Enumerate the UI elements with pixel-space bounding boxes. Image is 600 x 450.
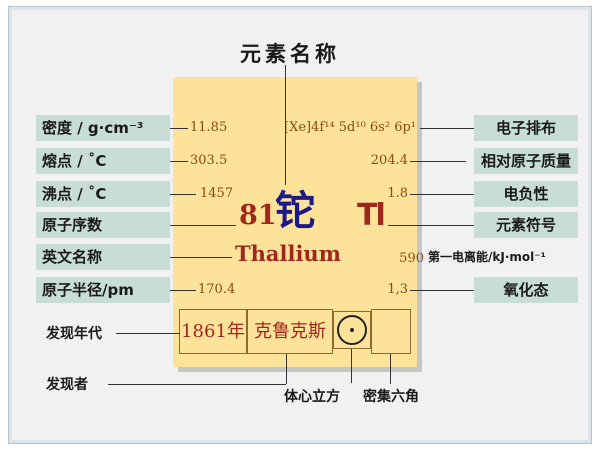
title-connector <box>285 65 286 185</box>
boiling-point-value: 1457 <box>200 186 234 201</box>
discovery-year-box: 1861年 <box>179 309 247 354</box>
electron-config-label: 电子排布 <box>474 115 578 141</box>
discoverer-caption-connector-v <box>286 354 287 384</box>
atomic-radius-label: 原子半径/pm <box>36 277 170 303</box>
atomic-number-label: 原子序数 <box>36 212 170 238</box>
discoverer-box: 克鲁克斯 <box>247 309 333 354</box>
oxidation-connector <box>410 290 474 291</box>
element-name-value: 铊 <box>275 187 315 234</box>
hcp-caption-connector <box>390 354 391 384</box>
crystal-bcc-box <box>333 311 371 349</box>
oxidation-label: 氧化态 <box>474 277 578 303</box>
atomic-mass-label: 相对原子质量 <box>474 148 578 174</box>
diagram-title: 元素名称 <box>240 42 340 66</box>
electron-config-value: [Xe]4f¹⁴ 5d¹⁰ 6s² 6p¹ <box>284 120 416 135</box>
atomic-number-value: 81 <box>239 200 277 231</box>
symbol-connector <box>388 225 474 226</box>
bcc-caption-connector <box>351 349 352 383</box>
year-caption-connector <box>116 333 180 334</box>
atomic-number-connector <box>170 225 236 226</box>
melting-connector <box>170 161 188 162</box>
mass-connector <box>410 161 466 162</box>
oxidation-value: 1,3 <box>387 282 408 297</box>
electronegativity-label: 电负性 <box>474 181 578 207</box>
element-card <box>173 77 417 367</box>
atomic-mass-value: 204.4 <box>370 153 408 168</box>
density-connector <box>170 128 188 129</box>
melting-point-label: 熔点 / ˚C <box>36 148 170 174</box>
element-symbol-value: Tl <box>357 198 386 233</box>
english-name-label: 英文名称 <box>36 244 170 270</box>
radius-connector <box>170 290 196 291</box>
crystal-bcc-caption: 体心立方 <box>284 389 340 405</box>
crystal-hcp-caption: 密集六角 <box>363 389 419 405</box>
english-name-connector <box>170 257 232 258</box>
discoverer-caption-connector-h <box>108 384 286 385</box>
symbol-label: 元素符号 <box>474 212 578 238</box>
boiling-point-label: 沸点 / ˚C <box>36 181 170 207</box>
ionization-value: 590 <box>399 251 424 266</box>
density-value: 11.85 <box>190 120 228 135</box>
crystal-hcp-box <box>371 309 411 354</box>
discoverer-caption: 发现者 <box>46 377 88 393</box>
crystal-bcc-icon <box>337 315 367 345</box>
atomic-radius-value: 170.4 <box>198 282 236 297</box>
ionization-label: 第一电离能/kJ·mol⁻¹ <box>428 250 546 264</box>
crystal-bcc-center-dot <box>350 328 354 332</box>
density-label: 密度 / g·cm⁻³ <box>36 115 170 141</box>
discovery-year-caption: 发现年代 <box>46 326 102 342</box>
melting-point-value: 303.5 <box>190 153 228 168</box>
electronegativity-connector <box>410 194 474 195</box>
config-connector <box>420 128 474 129</box>
boiling-connector <box>170 194 196 195</box>
electronegativity-value: 1.8 <box>387 186 408 201</box>
english-name-value: Thallium <box>235 241 341 266</box>
